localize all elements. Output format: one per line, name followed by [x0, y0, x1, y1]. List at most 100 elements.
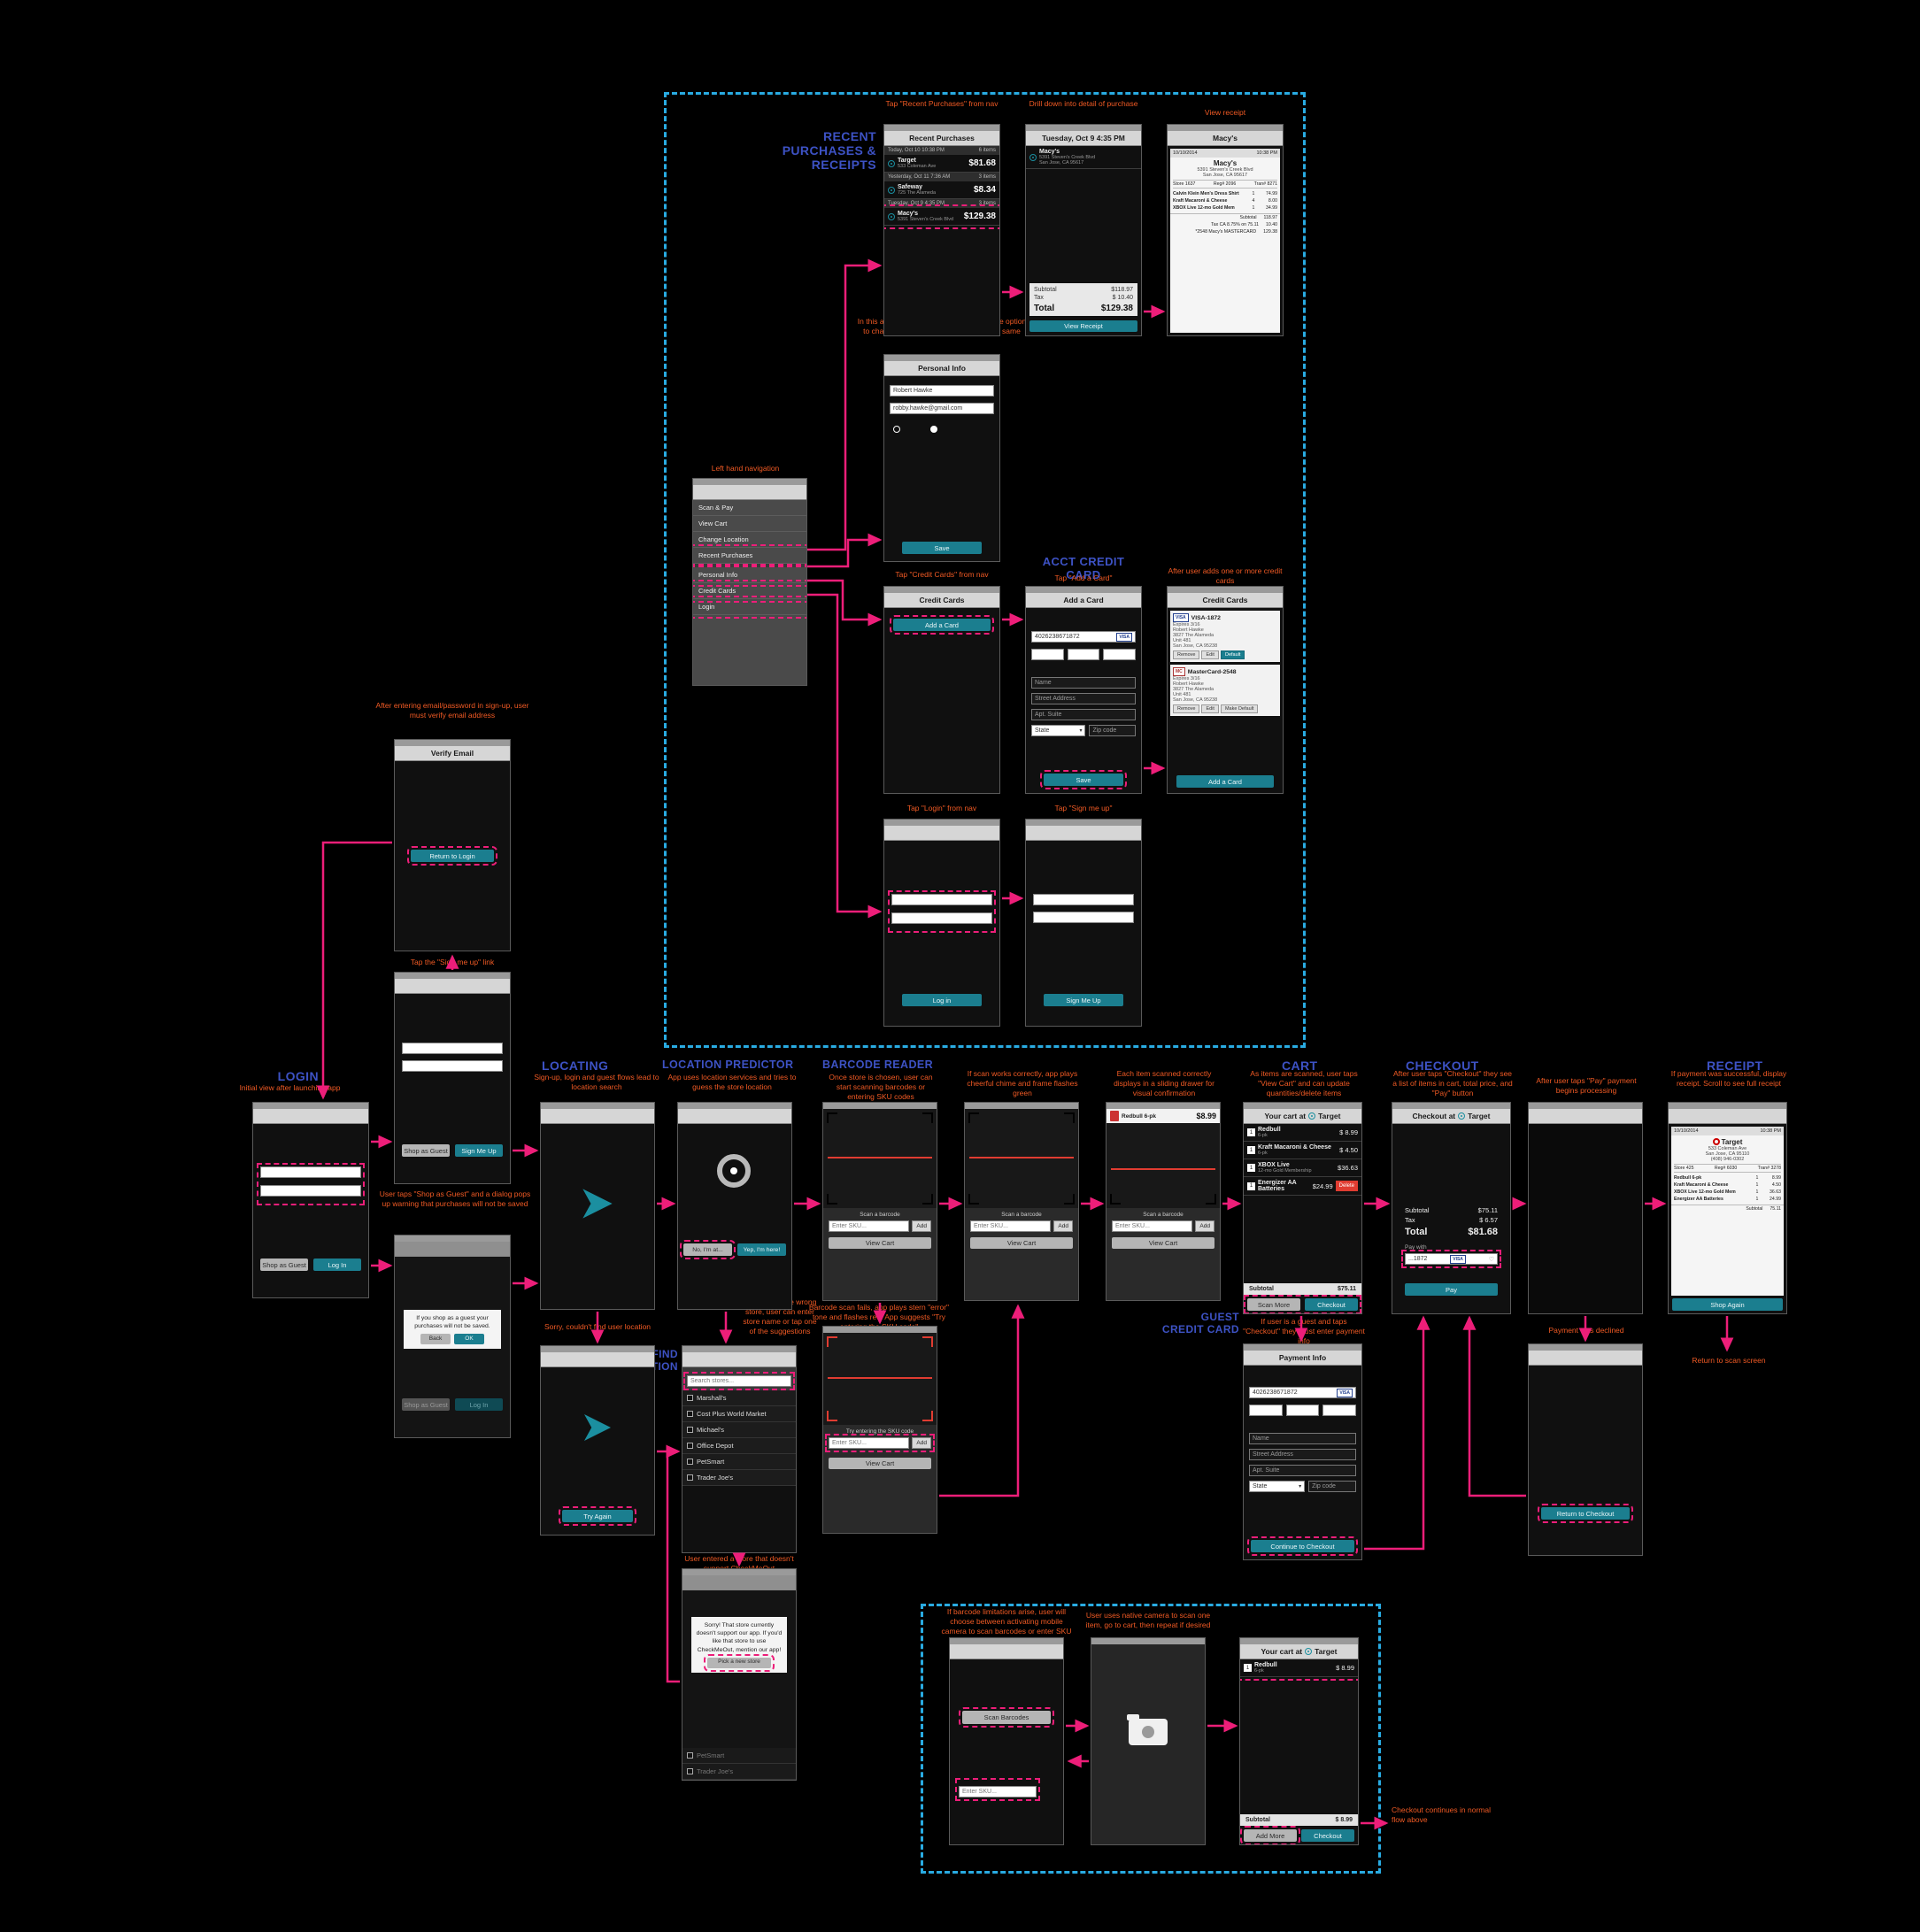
street-field[interactable]: Street Address [1031, 693, 1136, 704]
nav-item-personal-info[interactable]: Personal Info [693, 564, 806, 587]
remove-card-button[interactable]: Remove [1173, 650, 1200, 659]
password-field[interactable] [402, 1060, 503, 1072]
email-field[interactable] [260, 1166, 361, 1178]
continue-to-checkout-button[interactable]: Continue to Checkout [1247, 1536, 1358, 1556]
make-default-button[interactable]: Make Default [1220, 704, 1259, 713]
view-cart-button[interactable]: View Cart [829, 1457, 931, 1469]
no-im-at-button[interactable]: No, I'm at... [680, 1240, 736, 1259]
view-receipt-button[interactable]: View Receipt [1029, 320, 1137, 332]
checkout-button[interactable]: Checkout [1301, 1829, 1354, 1842]
return-to-checkout-button[interactable]: Return to Checkout [1538, 1504, 1633, 1523]
add-card-button[interactable]: Add a Card [1176, 775, 1274, 788]
name-field[interactable]: Robert Hawke [890, 385, 994, 396]
default-card-button[interactable]: Default [1220, 650, 1245, 659]
expiry-month-field[interactable] [1249, 1405, 1283, 1416]
quantity-box[interactable]: 1 [1247, 1164, 1255, 1172]
nav-item-credit-cards[interactable]: Credit Cards [693, 580, 806, 603]
sku-input[interactable] [970, 1220, 1052, 1233]
quantity-box[interactable]: 1 [1247, 1128, 1255, 1136]
store-result-row[interactable]: Cost Plus World Market [682, 1406, 796, 1422]
nav-item-change-location[interactable]: Change Location [693, 532, 806, 548]
checkout-button[interactable]: Checkout [1305, 1298, 1358, 1311]
view-cart-button[interactable]: View Cart [1112, 1237, 1214, 1250]
log-in-button[interactable]: Log In [313, 1258, 361, 1271]
nav-item-login[interactable]: Login [693, 596, 806, 619]
sku-input[interactable] [829, 1436, 910, 1449]
state-select[interactable]: State▾ [1031, 725, 1086, 736]
zip-field[interactable]: Zip code [1089, 725, 1136, 736]
email-field[interactable] [1033, 894, 1134, 905]
add-sku-button[interactable]: Add [912, 1436, 931, 1449]
view-cart-button[interactable]: View Cart [970, 1237, 1073, 1250]
add-card-button[interactable]: Add a Card [890, 615, 994, 635]
shop-again-button[interactable]: Shop Again [1672, 1298, 1783, 1311]
view-cart-button[interactable]: View Cart [829, 1237, 931, 1250]
name-field[interactable]: Name [1031, 677, 1136, 689]
sku-input[interactable] [829, 1220, 910, 1233]
add-sku-button[interactable]: Add [1053, 1220, 1073, 1233]
remove-card-button[interactable]: Remove [1173, 704, 1200, 713]
login-button[interactable]: Log in [902, 994, 982, 1006]
password-field[interactable] [1033, 912, 1134, 923]
store-result-row[interactable]: Trader Joe's [682, 1470, 796, 1486]
cvv-field[interactable] [1322, 1405, 1357, 1416]
scan-barcodes-button[interactable]: Scan Barcodes [959, 1707, 1054, 1728]
street-field[interactable]: Street Address [1249, 1449, 1356, 1460]
email-field[interactable] [891, 894, 992, 905]
add-sku-button[interactable]: Add [912, 1220, 931, 1233]
email-field[interactable]: robby.hawke@gmail.com [890, 403, 994, 414]
back-button[interactable]: Back [420, 1334, 451, 1345]
try-again-button[interactable]: Try Again [559, 1506, 636, 1526]
apt-field[interactable]: Apt. Suite [1031, 709, 1136, 720]
cvv-field[interactable] [1103, 649, 1137, 660]
save-button[interactable]: Save [1040, 770, 1127, 789]
password-field[interactable] [891, 912, 992, 924]
expiry-year-field[interactable] [1285, 1405, 1320, 1416]
state-select[interactable]: State▾ [1249, 1481, 1306, 1492]
quantity-box[interactable]: 1 [1247, 1182, 1255, 1190]
yep-im-here-button[interactable]: Yep, I'm here! [737, 1243, 786, 1256]
return-to-login-button[interactable]: Return to Login [407, 846, 497, 866]
nav-item-view-cart[interactable]: View Cart [693, 516, 806, 532]
radio-option-selected[interactable] [893, 426, 900, 433]
ok-button[interactable]: OK [454, 1334, 484, 1345]
store-result-row[interactable]: Office Depot [682, 1438, 796, 1454]
shop-as-guest-button[interactable]: Shop as Guest [260, 1258, 308, 1271]
nav-item-scan-pay[interactable]: Scan & Pay [693, 500, 806, 516]
add-sku-button[interactable]: Add [1195, 1220, 1214, 1233]
expiry-month-field[interactable] [1031, 649, 1064, 660]
scan-more-button[interactable]: Scan More [1247, 1298, 1300, 1311]
sign-me-up-button[interactable]: Sign Me Up [455, 1144, 503, 1157]
sku-input[interactable] [1112, 1220, 1193, 1233]
apt-field[interactable]: Apt. Suite [1249, 1465, 1356, 1476]
expiry-year-field[interactable] [1067, 649, 1100, 660]
store-result-row[interactable]: Marshall's [682, 1390, 796, 1406]
radio-option[interactable] [930, 426, 937, 433]
sign-me-up-button[interactable]: Sign Me Up [1044, 994, 1123, 1006]
quantity-box[interactable]: 1 [1244, 1664, 1252, 1672]
password-field[interactable] [260, 1185, 361, 1197]
name-field[interactable]: Name [1249, 1433, 1356, 1444]
save-button[interactable]: Save [902, 542, 982, 554]
store-result-row[interactable]: Michael's [682, 1422, 796, 1438]
nav-item-recent-purchases[interactable]: Recent Purchases [693, 544, 806, 567]
edit-card-button[interactable]: Edit [1201, 650, 1219, 659]
add-more-button[interactable]: Add More [1240, 1826, 1300, 1844]
delete-item-button[interactable]: Delete [1335, 1181, 1358, 1191]
store-result-row[interactable]: PetSmart [682, 1454, 796, 1470]
store-search-input[interactable] [683, 1372, 795, 1390]
pick-new-store-button[interactable]: Pick a new store [704, 1653, 775, 1672]
email-field[interactable] [402, 1043, 503, 1054]
zip-field[interactable]: Zip code [1308, 1481, 1356, 1492]
